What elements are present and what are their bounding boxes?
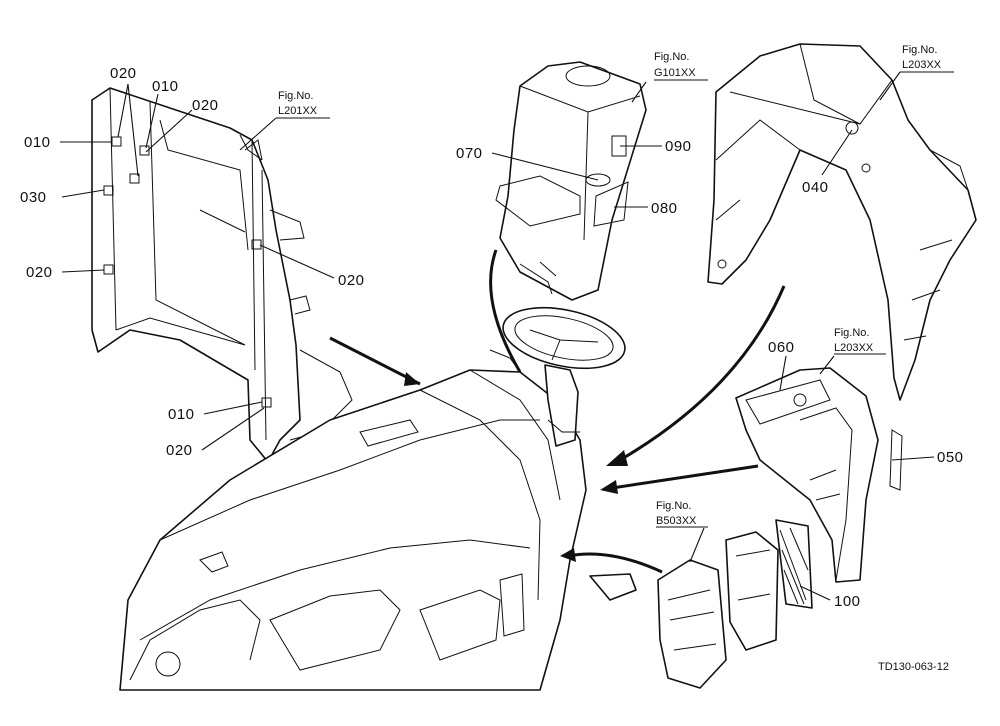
left-side-panel <box>91 87 353 463</box>
callout-020-top: 020 <box>110 65 137 82</box>
callout-100: 100 <box>834 593 861 610</box>
assembly-arrows <box>329 249 786 574</box>
bottom-bracket <box>589 519 813 689</box>
callout-080: 080 <box>651 200 678 217</box>
callout-060: 060 <box>768 339 795 356</box>
callout-030: 030 <box>20 189 47 206</box>
callout-020-right: 020 <box>338 272 365 289</box>
top-right-fender <box>707 43 977 401</box>
fig-ref-code-3: L203XX <box>902 59 942 71</box>
leader-lines <box>60 71 954 601</box>
callout-070: 070 <box>456 145 483 162</box>
drawing-code: TD130-063-12 <box>878 661 949 673</box>
callout-010-bottom: 010 <box>168 406 195 423</box>
callout-090: 090 <box>665 138 692 155</box>
fig-ref-label-1: Fig.No. <box>278 90 313 102</box>
callout-020-bottom: 020 <box>166 442 193 459</box>
right-side-panel <box>735 367 903 583</box>
fig-ref-code-5: B503XX <box>656 515 697 527</box>
callout-010-left: 010 <box>24 134 51 151</box>
callout-040: 040 <box>802 179 829 196</box>
part-callouts: 020 010 020 010 030 020 020 010 020 070 … <box>20 65 964 610</box>
callout-020-left: 020 <box>26 264 53 281</box>
callout-050: 050 <box>937 449 964 466</box>
figure-reference-labels: Fig.No. L201XX Fig.No. G101XX Fig.No. L2… <box>278 44 942 527</box>
callout-020-upper: 020 <box>192 97 219 114</box>
fig-ref-label-5: Fig.No. <box>656 500 691 512</box>
fig-ref-label-3: Fig.No. <box>902 44 937 56</box>
fig-ref-code-1: L201XX <box>278 105 318 117</box>
steering-wheel <box>489 306 626 447</box>
dashboard-cover <box>495 61 647 301</box>
fig-ref-code-2: G101XX <box>654 67 696 79</box>
fig-ref-code-4: L203XX <box>834 342 874 354</box>
fig-ref-label-2: Fig.No. <box>654 51 689 63</box>
callout-010-top: 010 <box>152 78 179 95</box>
fig-ref-label-4: Fig.No. <box>834 327 869 339</box>
